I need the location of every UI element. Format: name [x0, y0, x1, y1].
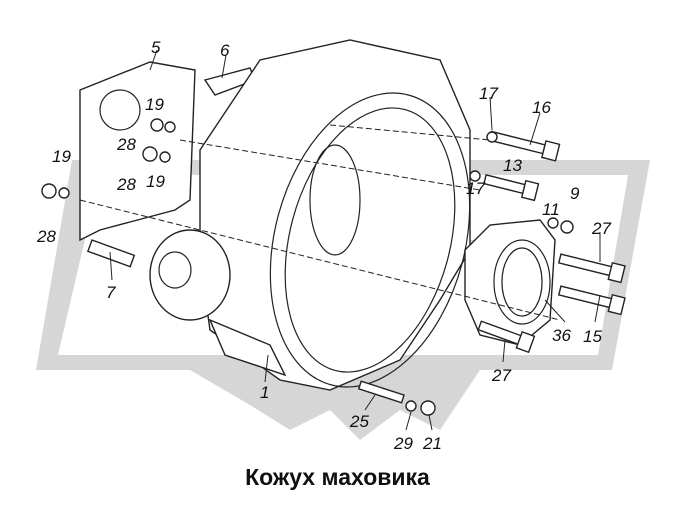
callout-19: 19: [146, 172, 165, 191]
callout-19: 19: [52, 147, 71, 166]
callout-7: 7: [106, 283, 116, 302]
assembly-lines: [79, 124, 561, 321]
callout-6: 6: [220, 41, 230, 60]
gasket-part: [79, 61, 196, 242]
cover-part: [86, 229, 231, 321]
leader-lines: [109, 49, 601, 431]
callout-28: 28: [116, 175, 136, 194]
callout-29: 29: [393, 434, 413, 453]
flywheel-housing: [199, 39, 471, 391]
callout-13: 13: [503, 156, 522, 175]
callouts: 5 6 19 28 28 19 19 28 17 16 13 17 9 11 2…: [36, 38, 611, 453]
callout-16: 16: [532, 98, 551, 117]
bolts: [41, 118, 626, 416]
callout-17: 17: [479, 84, 498, 103]
callout-28: 28: [116, 135, 136, 154]
callout-19: 19: [145, 95, 164, 114]
callout-21: 21: [422, 434, 442, 453]
bearing-housing: [464, 219, 556, 346]
callout-15: 15: [583, 327, 602, 346]
callout-27: 27: [491, 366, 511, 385]
callout-28: 28: [36, 227, 56, 246]
callout-9: 9: [570, 184, 580, 203]
callout-11: 11: [542, 200, 560, 219]
callout-36: 36: [552, 326, 571, 345]
callout-17: 17: [466, 179, 485, 198]
callout-27: 27: [591, 219, 611, 238]
diagram-title: Кожух маховика: [245, 464, 430, 490]
callout-5: 5: [151, 38, 161, 57]
callout-1: 1: [260, 383, 269, 402]
callout-25: 25: [349, 412, 369, 431]
